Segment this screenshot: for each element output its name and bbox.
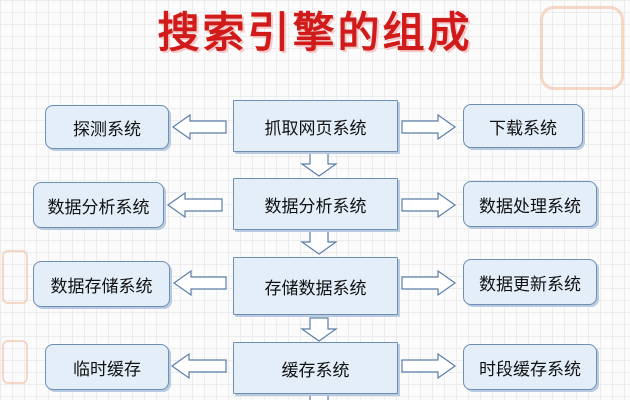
arrow-down-1: [300, 152, 338, 177]
seal-decoration-top-right: [540, 6, 624, 90]
arrow-down-3: [300, 317, 338, 342]
arrow-left-row-3: [172, 269, 227, 297]
arrow-down-4: [309, 394, 329, 400]
center-box-4: 缓存系统: [233, 342, 398, 394]
arrow-left-row-4: [170, 352, 227, 380]
left-box-4: 临时缓存: [45, 344, 169, 390]
center-box-2: 数据分析系统: [233, 178, 398, 230]
arrow-right-row-4: [401, 352, 457, 380]
center-box-1: 抓取网页系统: [233, 100, 398, 152]
seal-decoration-left-lower: [2, 340, 28, 384]
arrow-right-row-1: [401, 113, 457, 141]
arrow-left-row-1: [171, 113, 227, 141]
page-title: 搜索引擎的组成: [157, 8, 473, 57]
arrow-left-row-2: [166, 191, 223, 219]
left-box-1: 探测系统: [45, 105, 169, 149]
arrow-right-row-2: [401, 191, 457, 219]
left-box-3: 数据存储系统: [33, 261, 170, 307]
right-box-4: 时段缓存系统: [463, 344, 597, 390]
center-box-3: 存储数据系统: [233, 257, 398, 315]
right-box-1: 下载系统: [463, 104, 583, 148]
arrow-right-row-3: [401, 269, 457, 297]
seal-decoration-left: [2, 250, 28, 304]
left-box-2: 数据分析系统: [33, 182, 164, 228]
right-box-3: 数据更新系统: [463, 259, 597, 305]
arrow-down-2: [300, 230, 338, 255]
right-box-2: 数据处理系统: [463, 181, 597, 227]
